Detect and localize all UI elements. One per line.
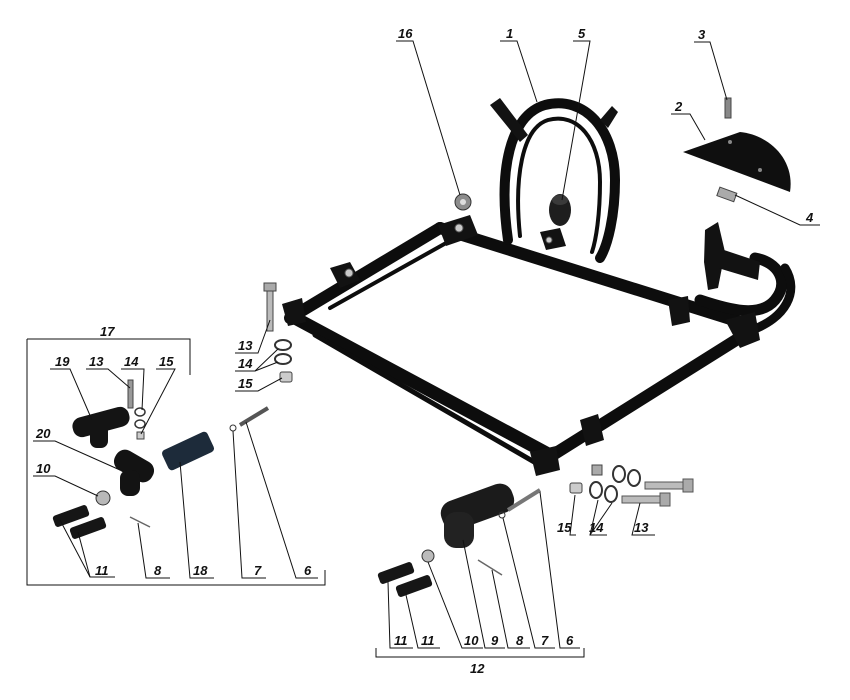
- kit-17-parts: [52, 379, 214, 539]
- callout-8-kit: 8: [154, 563, 162, 578]
- leader-lines: [33, 40, 820, 649]
- callout-14-left: 14: [238, 356, 253, 371]
- callout-14-right: 14: [589, 520, 604, 535]
- callout-1: 1: [506, 26, 513, 41]
- callout-19: 19: [55, 354, 70, 369]
- callout-5: 5: [578, 26, 586, 41]
- callout-20: 20: [35, 426, 51, 441]
- callout-11-right-a: 11: [394, 633, 408, 648]
- callout-10-kit: 10: [36, 461, 51, 476]
- bolt-stack-left: [263, 282, 293, 383]
- callout-3: 3: [698, 27, 706, 42]
- callout-18: 18: [193, 563, 208, 578]
- callout-11-kit: 11: [95, 563, 109, 578]
- callout-17: 17: [100, 324, 115, 339]
- callout-13-left: 13: [238, 338, 253, 353]
- main-frame: [282, 98, 796, 476]
- callout-14-kit: 14: [124, 354, 139, 369]
- nut-part-4: [716, 186, 738, 203]
- callout-7-right: 7: [541, 633, 549, 648]
- callout-13-kit: 13: [89, 354, 104, 369]
- plate-part-2: [683, 132, 791, 192]
- kit-12-parts: [377, 464, 694, 597]
- callout-15-kit: 15: [159, 354, 174, 369]
- callout-16: 16: [398, 26, 413, 41]
- callout-7-kit: 7: [254, 563, 262, 578]
- bumper-part-5: [549, 194, 571, 226]
- callout-13-right: 13: [634, 520, 649, 535]
- callout-12: 12: [470, 661, 485, 676]
- group-bracket-12: [375, 648, 585, 658]
- callout-11-right-b: 11: [421, 633, 435, 648]
- nut-part-16: [454, 193, 472, 211]
- callout-10-right: 10: [464, 633, 479, 648]
- group-bracket-17: [26, 338, 326, 586]
- callout-15-right: 15: [557, 520, 572, 535]
- callout-9: 9: [491, 633, 499, 648]
- callout-4: 4: [805, 210, 814, 225]
- callout-6-kit: 6: [304, 563, 312, 578]
- screw-part-3: [724, 97, 732, 119]
- callout-2: 2: [674, 99, 683, 114]
- callout-8-right: 8: [516, 633, 524, 648]
- bolt-part-6: [229, 406, 270, 432]
- callout-6-right: 6: [566, 633, 574, 648]
- callout-15-left: 15: [238, 376, 253, 391]
- callout-labels: 1 2 3 4 5 16 13 14 15 17 19 13 14 15 20 …: [35, 26, 814, 676]
